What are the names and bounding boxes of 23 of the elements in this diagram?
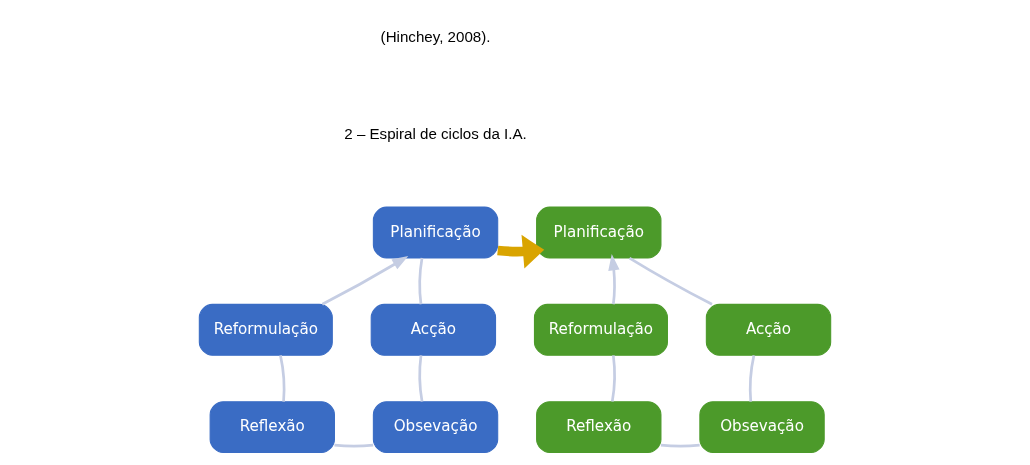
- arrow: [497, 234, 545, 269]
- connector: [418, 355, 424, 402]
- connector: [279, 355, 286, 402]
- connector: [628, 256, 713, 306]
- arrow: [608, 254, 620, 305]
- connector: [660, 443, 700, 448]
- connector: [610, 355, 616, 402]
- connector: [748, 355, 756, 402]
- node-box: Acção: [705, 303, 832, 356]
- label: 2 – Espiral de ciclos da I.A.: [344, 125, 527, 143]
- node-box: Reflexão: [536, 401, 662, 454]
- node-box: Obsevação: [372, 401, 499, 454]
- arrow: [321, 255, 409, 306]
- node-box: Obsevação: [699, 401, 825, 454]
- node-box: Reflexão: [209, 401, 335, 454]
- node-box: Reformulação: [198, 303, 333, 356]
- connector: [334, 443, 374, 448]
- label: (Hinchey, 2008).: [380, 27, 491, 45]
- node-box: Planificação: [536, 206, 662, 259]
- connector: [418, 257, 424, 305]
- node-box: Planificação: [372, 206, 499, 259]
- node-box: Acção: [370, 303, 497, 356]
- node-box: Reformulação: [533, 303, 668, 356]
